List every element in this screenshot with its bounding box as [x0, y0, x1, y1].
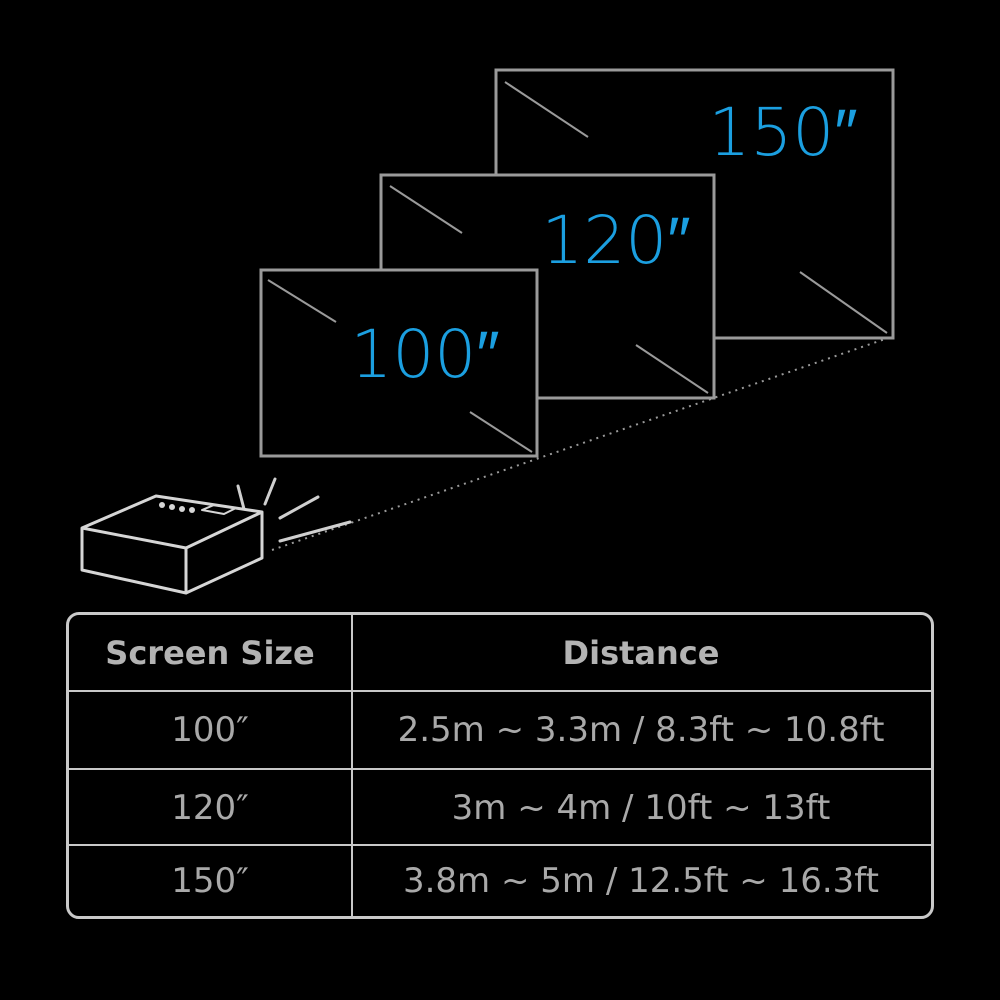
cell-distance: 3.8m ~ 5m / 12.5ft ~ 16.3ft	[402, 861, 880, 901]
screen-100	[259, 268, 539, 458]
table-divider	[69, 690, 931, 692]
table-row: 120″ 3m ~ 4m / 10ft ~ 13ft	[69, 770, 931, 846]
table-column-divider	[351, 615, 353, 916]
projection-diagram: 150″ 120″ 100″	[80, 68, 895, 595]
projector-icon	[80, 494, 264, 595]
header-distance: Distance	[562, 633, 720, 672]
cell-screen-size: 150″	[171, 861, 249, 901]
cell-distance: 3m ~ 4m / 10ft ~ 13ft	[451, 788, 831, 828]
cell-screen-size: 120″	[171, 788, 249, 828]
screen-label-100: 100″	[350, 316, 499, 393]
table-divider	[69, 768, 931, 770]
cell-screen-size: 100″	[171, 710, 249, 750]
table-row: 100″ 2.5m ~ 3.3m / 8.3ft ~ 10.8ft	[69, 692, 931, 768]
screen-label-150: 150″	[708, 94, 857, 171]
distance-table: Screen Size Distance 100″ 2.5m ~ 3.3m / …	[66, 612, 934, 919]
table-header-row: Screen Size Distance	[69, 615, 931, 690]
cell-distance: 2.5m ~ 3.3m / 8.3ft ~ 10.8ft	[397, 710, 885, 750]
screen-label-120: 120″	[541, 202, 690, 279]
header-screen-size: Screen Size	[105, 633, 315, 672]
light-rays-icon	[236, 477, 352, 543]
table-row: 150″ 3.8m ~ 5m / 12.5ft ~ 16.3ft	[69, 846, 931, 916]
table-divider	[69, 844, 931, 846]
